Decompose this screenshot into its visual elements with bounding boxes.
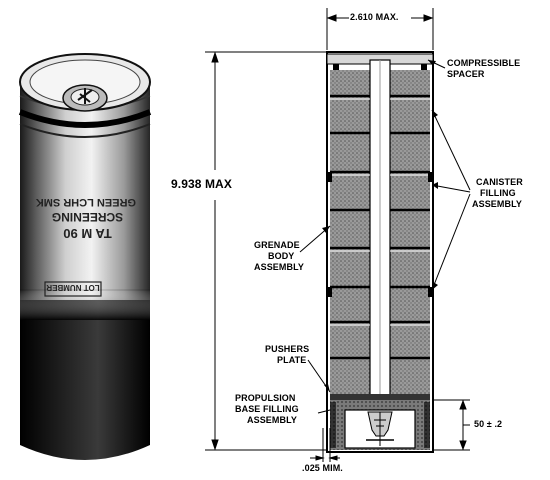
base-height-dimension: 50 ± .2 bbox=[474, 419, 503, 429]
dimension-lines bbox=[205, 8, 470, 462]
width-dimension: 2.610 MAX. bbox=[350, 12, 399, 22]
canister-highlights bbox=[330, 98, 430, 326]
gap-dimension: .025 MIM. bbox=[302, 463, 343, 473]
height-dimension: 9.938 MAX bbox=[171, 177, 232, 191]
fuze-icon bbox=[77, 88, 93, 104]
grenade-text-line3: TA M 90 bbox=[63, 226, 112, 241]
pushers-plate-shape bbox=[330, 394, 430, 400]
canister-clips bbox=[328, 172, 432, 297]
cross-section bbox=[326, 51, 434, 453]
canister-stack bbox=[330, 59, 430, 401]
grenade-text-line1: GREEN LCHR SMK bbox=[35, 196, 136, 208]
leader-lines bbox=[299, 59, 471, 414]
grenade-body-lower bbox=[20, 300, 150, 460]
grenade-text-line2: SCREENING bbox=[51, 210, 124, 224]
leader-arrowheads bbox=[322, 60, 438, 392]
lot-number-box bbox=[44, 281, 102, 297]
canister-separators bbox=[330, 94, 430, 360]
cap-ring-band bbox=[18, 109, 152, 128]
grenade-illustration bbox=[18, 53, 152, 460]
lot-number-label: LOT NUMBER bbox=[46, 283, 100, 292]
